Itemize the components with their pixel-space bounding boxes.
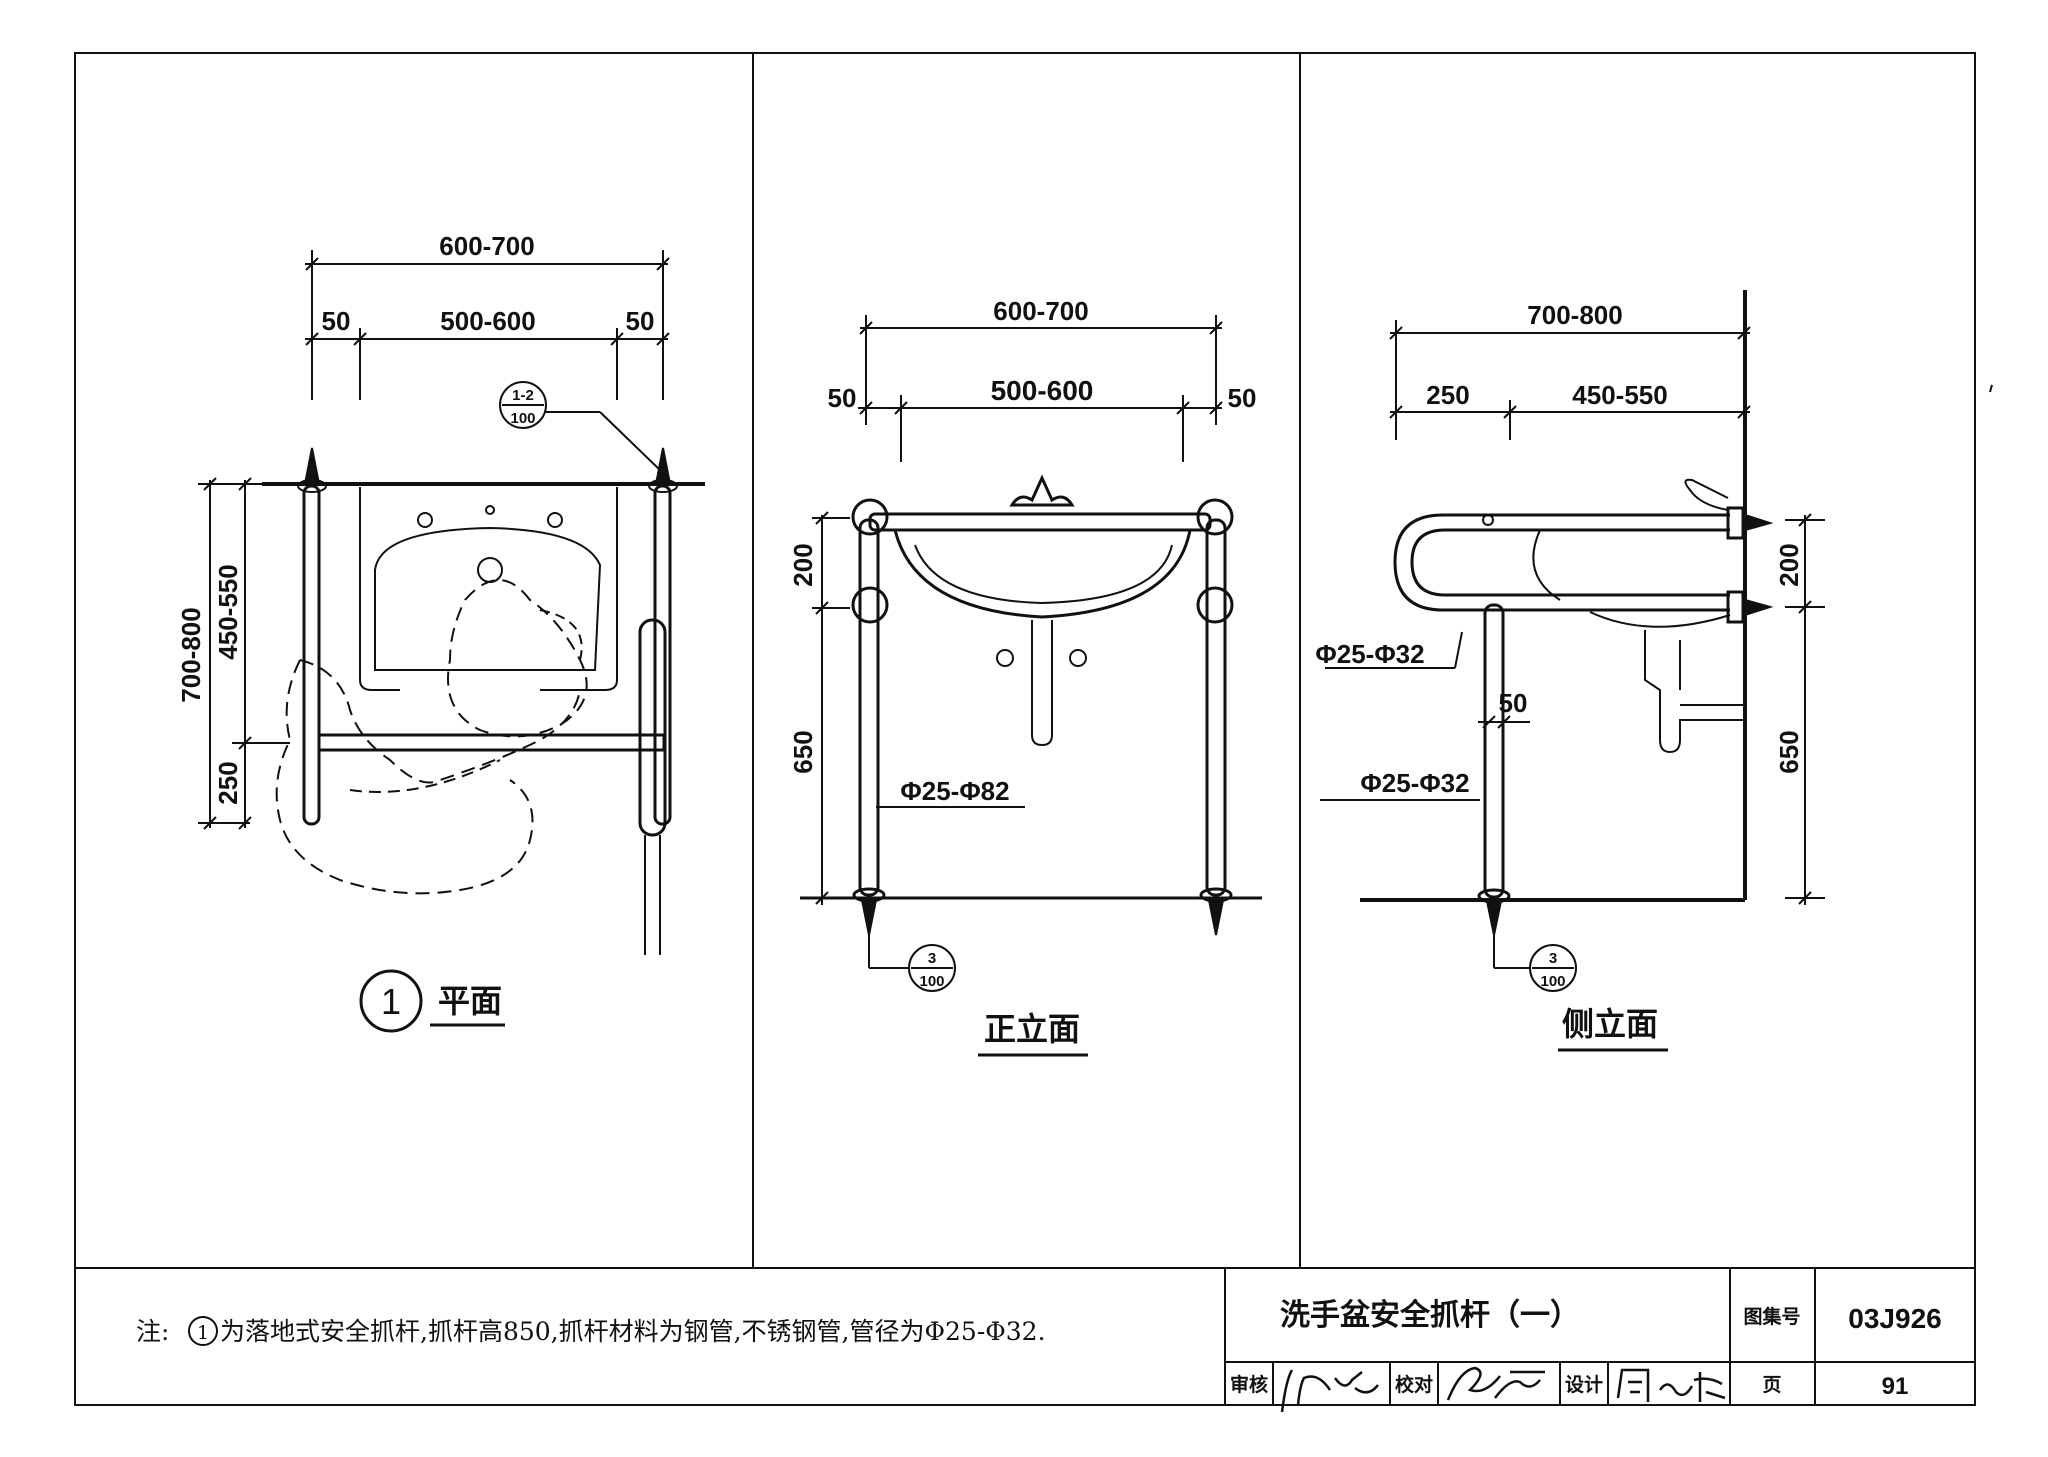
plan-ref-bottom: 100 — [510, 410, 535, 427]
side-ref-symbol — [1529, 944, 1577, 992]
side-dim-50: 50 — [1499, 688, 1528, 718]
side-dim-bar: 450-550 — [1572, 380, 1667, 410]
plan-dim-left-50: 50 — [322, 306, 351, 336]
front-view — [800, 315, 1262, 969]
plan-view — [198, 250, 705, 955]
atlas-number: 03J926 — [1848, 1303, 1941, 1334]
review-label: 审核 — [1230, 1373, 1268, 1396]
page-label: 页 — [1762, 1374, 1781, 1396]
plan-view-number — [359, 969, 423, 1033]
title-block — [1224, 1268, 1975, 1405]
front-ref-top: 3 — [928, 950, 936, 967]
plan-view-number-text: 1 — [381, 981, 401, 1022]
side-dim-650: 650 — [1774, 730, 1804, 773]
side-dim-200: 200 — [1774, 543, 1804, 586]
signature-designer — [1616, 1368, 1726, 1402]
plan-dim-basin: 500-600 — [440, 306, 535, 336]
front-dim-overall: 600-700 — [993, 296, 1088, 326]
plan-ref-top: 1-2 — [512, 387, 534, 404]
side-pipe-label-1: Φ25-Φ32 — [1315, 639, 1424, 669]
signature-checker — [1446, 1366, 1545, 1401]
front-pipe-label: Φ25-Φ82 — [900, 776, 1009, 806]
front-dim-left-50: 50 — [828, 383, 857, 413]
drawing-title: 洗手盆安全抓杆（一） — [1280, 1298, 1580, 1333]
side-dim-250: 250 — [1426, 380, 1469, 410]
check-label: 校对 — [1395, 1373, 1433, 1396]
side-view — [1320, 290, 1825, 969]
plan-dim-basin-depth: 450-550 — [213, 564, 243, 659]
sheet-frame — [74, 52, 1976, 1406]
side-ref-top: 3 — [1549, 950, 1557, 967]
plan-view-title: 平面 — [438, 982, 502, 1020]
front-ref-symbol — [908, 944, 956, 992]
plan-dim-depth: 700-800 — [176, 607, 206, 702]
front-dim-200: 200 — [788, 543, 818, 586]
page-number: 91 — [1882, 1373, 1909, 1400]
side-pipe-label-2: Φ25-Φ32 — [1360, 768, 1469, 798]
front-dim-basin: 500-600 — [991, 375, 1094, 406]
plan-ref-symbol — [499, 381, 547, 429]
stray-mark — [1989, 384, 1993, 393]
notes-prefix: 注: — [136, 1317, 169, 1346]
notes-circled-text: 1 — [197, 1322, 209, 1344]
notes-text: 为落地式安全抓杆,抓杆高850,抓杆材料为钢管,不锈钢管,管径为Φ25-Φ32. — [220, 1317, 1046, 1346]
side-dim-overall: 700-800 — [1527, 300, 1622, 330]
plan-dim-overall: 600-700 — [439, 231, 534, 261]
front-dim-right-50: 50 — [1228, 383, 1257, 413]
side-ref-bottom: 100 — [1540, 973, 1565, 990]
front-ref-bottom: 100 — [919, 973, 944, 990]
front-dim-650: 650 — [788, 730, 818, 773]
notes-circled-number — [188, 1316, 218, 1346]
signature-reviewer — [1280, 1369, 1379, 1413]
plan-dim-250: 250 — [213, 761, 243, 804]
atlas-label: 图集号 — [1743, 1305, 1800, 1328]
plan-dim-right-50: 50 — [626, 306, 655, 336]
front-view-title: 正立面 — [984, 1010, 1080, 1048]
side-view-title: 侧立面 — [1562, 1005, 1658, 1043]
design-label: 设计 — [1565, 1374, 1603, 1396]
